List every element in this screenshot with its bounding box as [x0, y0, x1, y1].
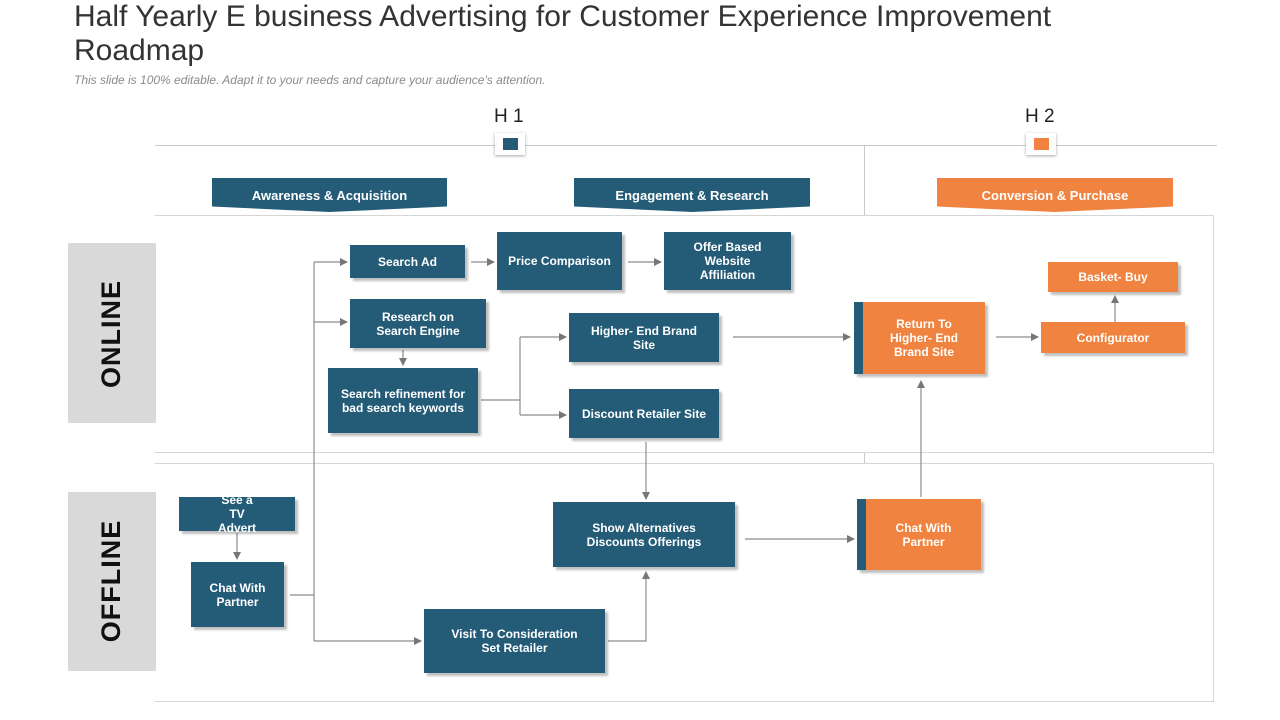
- h2-label: H 2: [1025, 106, 1055, 127]
- node-price-comparison: Price Comparison: [497, 232, 622, 290]
- lane-online-side: [68, 243, 156, 423]
- page-subtitle: This slide is 100% editable. Adapt it to…: [74, 73, 546, 87]
- node-basket-buy: Basket- Buy: [1048, 262, 1178, 292]
- h1-label: H 1: [494, 106, 524, 127]
- phase-engagement: Engagement & Research: [574, 178, 810, 212]
- node-offer-based-affiliation: Offer Based Website Affiliation: [664, 232, 791, 290]
- phase-awareness: Awareness & Acquisition: [212, 178, 447, 212]
- node-discount-retailer-site: Discount Retailer Site: [569, 389, 719, 438]
- node-configurator: Configurator: [1041, 322, 1185, 353]
- phase-conversion: Conversion & Purchase: [937, 178, 1173, 212]
- h2-marker: [1026, 133, 1056, 155]
- node-chat-partner-offline: Chat With Partner: [191, 562, 284, 627]
- connector-visit-to-alternatives: [608, 571, 650, 642]
- node-see-tv-advert: See a TV Advert: [179, 493, 295, 535]
- node-search-refinement: Search refinement for bad search keyword…: [328, 368, 478, 433]
- node-research-search-engine: Research on Search Engine: [350, 299, 486, 348]
- node-chat-partner-h2: Chat With Partner: [857, 499, 981, 570]
- node-search-ad: Search Ad: [350, 245, 465, 278]
- h1-marker: [495, 133, 525, 155]
- node-show-alternatives: Show Alternatives Discounts Offerings: [553, 502, 735, 567]
- page-title: Half Yearly E business Advertising for C…: [74, 0, 1052, 67]
- node-higher-end-brand-site: Higher- End Brand Site: [569, 313, 719, 362]
- lane-offline-side: [68, 492, 156, 671]
- node-return-higher-end: Return To Higher- End Brand Site: [854, 302, 985, 374]
- node-visit-consideration-retailer: Visit To Consideration Set Retailer: [424, 609, 605, 673]
- timeline-rule: [155, 145, 1217, 146]
